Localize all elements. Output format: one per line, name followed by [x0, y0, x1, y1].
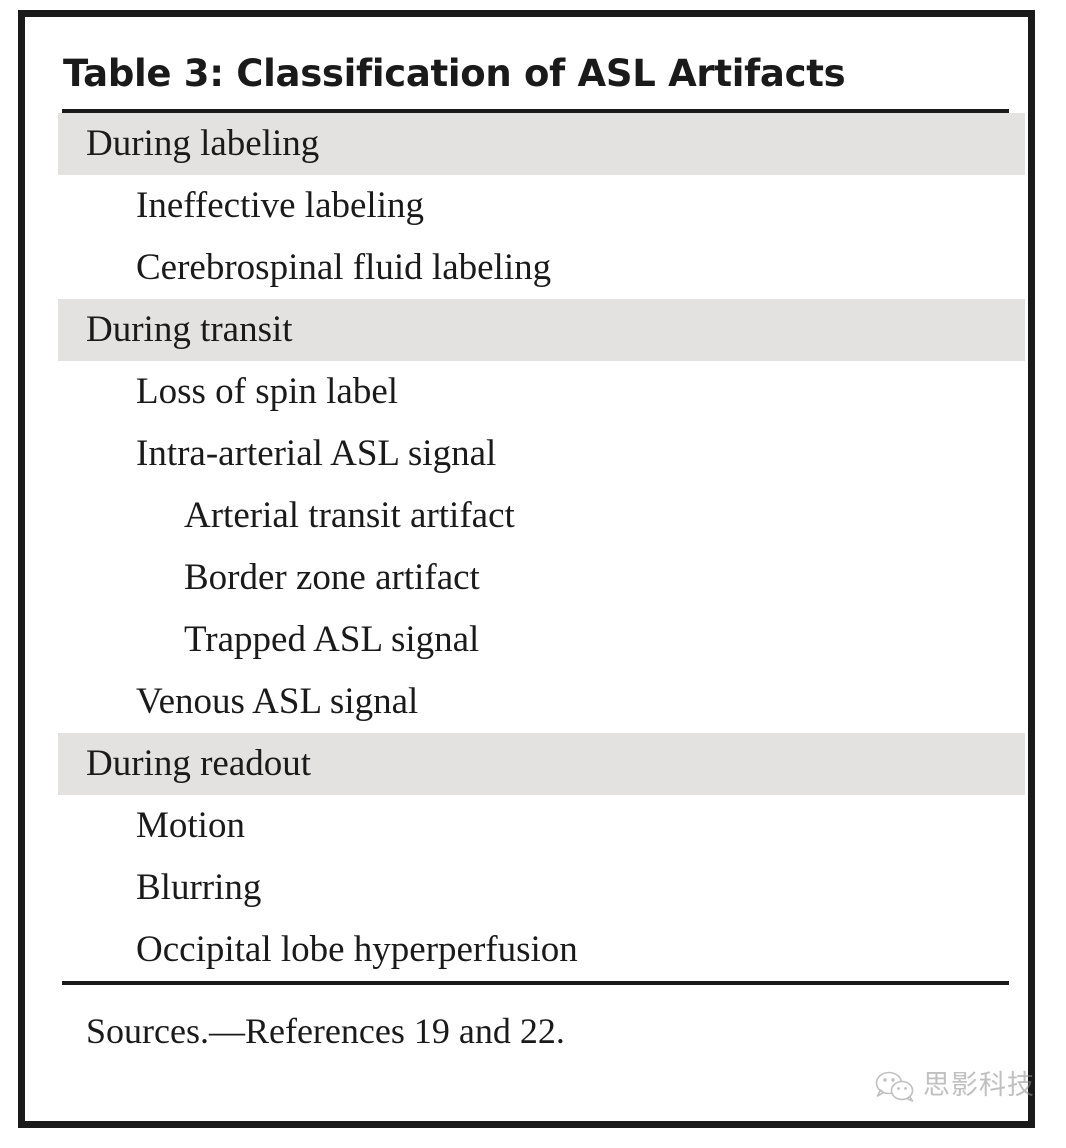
table-row: Ineffective labeling [136, 185, 424, 226]
table-section-header: During labeling [58, 113, 1025, 175]
table-title: Table 3: Classification of ASL Artifacts [63, 52, 846, 95]
table-source-note: Sources.—References 19 and 22. [86, 1011, 565, 1051]
table-row: Blurring [136, 867, 262, 908]
table-row: Motion [136, 805, 245, 846]
table-row: Border zone artifact [184, 557, 480, 598]
table-section-header: During readout [58, 733, 1025, 795]
table-row: Cerebrospinal fluid labeling [136, 247, 552, 288]
table-inner: Table 3: Classification of ASL Artifacts… [25, 17, 1028, 1121]
table-row: Venous ASL signal [136, 681, 419, 722]
table-row: Trapped ASL signal [184, 619, 480, 660]
table-bottom-rule [62, 981, 1009, 985]
table-frame: Table 3: Classification of ASL Artifacts… [18, 10, 1035, 1128]
table-row: Occipital lobe hyperperfusion [136, 929, 578, 970]
table-section-header: During transit [58, 299, 1025, 361]
table-top-rule [62, 109, 1009, 113]
table-row: Loss of spin label [136, 371, 399, 412]
table-row: Arterial transit artifact [184, 495, 515, 536]
table-row: Intra-arterial ASL signal [136, 433, 497, 474]
